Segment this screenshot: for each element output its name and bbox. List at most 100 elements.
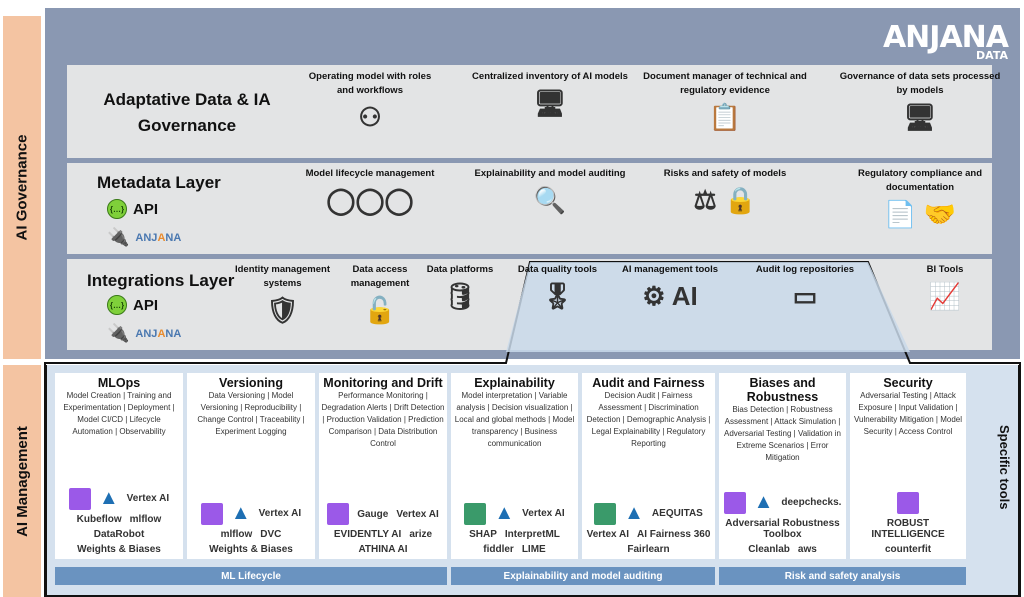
sagemaker-logo [723, 491, 746, 514]
tool-logo: aws [797, 544, 817, 555]
document-handshake-icon: 📄 🤝 [884, 199, 956, 229]
metadata-layer: Metadata Layer {…}API 🔌ANJANA [67, 163, 992, 254]
tool-logos: ▲deepchecks.Adversarial Robustness Toolb… [723, 491, 842, 555]
item-label: Data quality tools [517, 264, 598, 275]
tool-logo: mlflow [129, 514, 162, 525]
tool-logo: LIME [521, 544, 546, 555]
item-label: Risks and safety of models [663, 168, 787, 179]
card-description: Adversarial Testing | Attack Exposure | … [853, 391, 963, 436]
plug-icon: 🔌 [107, 227, 130, 247]
scales-lock-icon: ⚖ 🔒 [693, 185, 757, 215]
layer-item: Governance of data sets processed by mod… [835, 70, 1005, 132]
tool-logo: Vertex AI [396, 508, 439, 520]
card-title: Biases and Robustness [746, 376, 819, 404]
tool-logo: deepchecks. [781, 497, 842, 508]
sagemaker-logo [68, 487, 91, 510]
ai-management-label: AI Management [3, 365, 41, 597]
governance-layer: Adaptative Data & IA Governance [67, 65, 992, 158]
item-label: Data platforms [426, 264, 494, 275]
layer-item: Model lifecycle management ◯◯◯ [300, 167, 440, 215]
item-label: AI management tools [621, 264, 719, 275]
tool-logo: Weights & Biases [209, 544, 293, 555]
sagemaker-logo [897, 492, 919, 514]
layer-item: Identity management systems🛡 [230, 263, 335, 325]
azure-ml-logo: ▲ [230, 502, 251, 524]
item-label: Centralized inventory of AI models [472, 71, 628, 82]
layer-item: Operating model with roles and workflows… [300, 70, 440, 132]
tool-logo: DataRobot [93, 529, 145, 540]
tool-logo: Vertex AI [522, 508, 565, 519]
tool-logo: EVIDENTLY AI [333, 529, 402, 540]
gears-ai-icon: ⚙ AI [642, 281, 698, 311]
tool-logo: Adversarial Robustness Toolbox [725, 518, 840, 540]
logo-subtext: DATA [976, 49, 1008, 62]
layer-title: Metadata Layer [97, 173, 221, 192]
tool-logo: arize [409, 529, 433, 540]
card-title: Audit and Fairness [592, 376, 705, 390]
item-label: Audit log repositories [755, 264, 855, 275]
tool-logo: Weights & Biases [77, 544, 161, 555]
database-icon: 🛢 [443, 281, 477, 311]
tool-logo: ATHINA AI [358, 544, 408, 555]
model-inventory-monitor-icon: 🖥 [533, 88, 567, 118]
tool-logo: InterpretML [504, 529, 560, 540]
layer-item: Centralized inventory of AI models 🖥 [465, 70, 635, 118]
item-label: Model lifecycle management [305, 168, 435, 179]
item-label: Data access management [350, 264, 410, 289]
tool-logo: AEQUITAS [651, 508, 703, 519]
item-label: BI Tools [926, 264, 964, 275]
phase-band: Explainability and model auditing [451, 567, 715, 585]
tool-logo: DVC [260, 529, 282, 540]
card-title: Monitoring and Drift [323, 376, 443, 390]
layer-item: Regulatory compliance and documentation📄… [835, 167, 1005, 229]
lifecycle-cycle-icon: ◯◯◯ [326, 185, 414, 215]
anjana-mini-logo: ANJANA [135, 231, 182, 244]
workflow-roles-icon: ⚇ [358, 102, 382, 132]
tool-logo: ROBUST INTELLIGENCE [871, 518, 945, 540]
layer-item: Explainability and model auditing🔍 [465, 167, 635, 215]
anjana-mini-logo: ANJANA [135, 327, 182, 340]
api-badge: {…}API [107, 295, 158, 315]
quality-badge-icon: 🎖 [540, 281, 574, 311]
phase-band: Risk and safety analysis [719, 567, 966, 585]
tool-logo: mlflow [220, 529, 253, 540]
ai-management-text: AI Management [13, 425, 31, 537]
shield-check-icon: 🛡 [265, 295, 299, 325]
ai-governance-text: AI Governance [13, 134, 31, 241]
card-description: Model interpretation | Variable analysis… [454, 391, 575, 448]
card-title: Versioning [219, 376, 283, 390]
tool-logo: Vertex AI [126, 493, 170, 504]
chart-magnifier-icon: 🔍 [533, 185, 567, 215]
sagemaker-clarify-logo [464, 502, 487, 525]
layer-item: Audit log repositories▭ [735, 263, 875, 311]
layer-item: Data quality tools 🎖 [510, 263, 605, 311]
plug-icon: 🔌 [107, 323, 130, 343]
sagemaker-clarify-logo [594, 502, 617, 525]
anjana-connector: 🔌 ANJANA [107, 227, 181, 248]
layer-title: Integrations Layer [87, 271, 235, 290]
phase-band: ML Lifecycle [55, 567, 447, 585]
dataset-governance-monitor-icon: 🖥 [903, 102, 937, 132]
tool-logo: AI Fairness 360 [637, 529, 711, 540]
layer-item: BI Tools📈 [915, 263, 975, 311]
api-label: API [133, 296, 159, 314]
card-description: Performance Monitoring | Degradation Ale… [321, 391, 445, 448]
azure-ml-logo: ▲ [624, 502, 644, 524]
layer-item: AI management tools ⚙ AI [615, 263, 725, 311]
item-label: Document manager of technical and regula… [643, 71, 807, 96]
layer-item: Data platforms 🛢 [420, 263, 500, 311]
tool-logo: Vertex AI [258, 508, 302, 519]
